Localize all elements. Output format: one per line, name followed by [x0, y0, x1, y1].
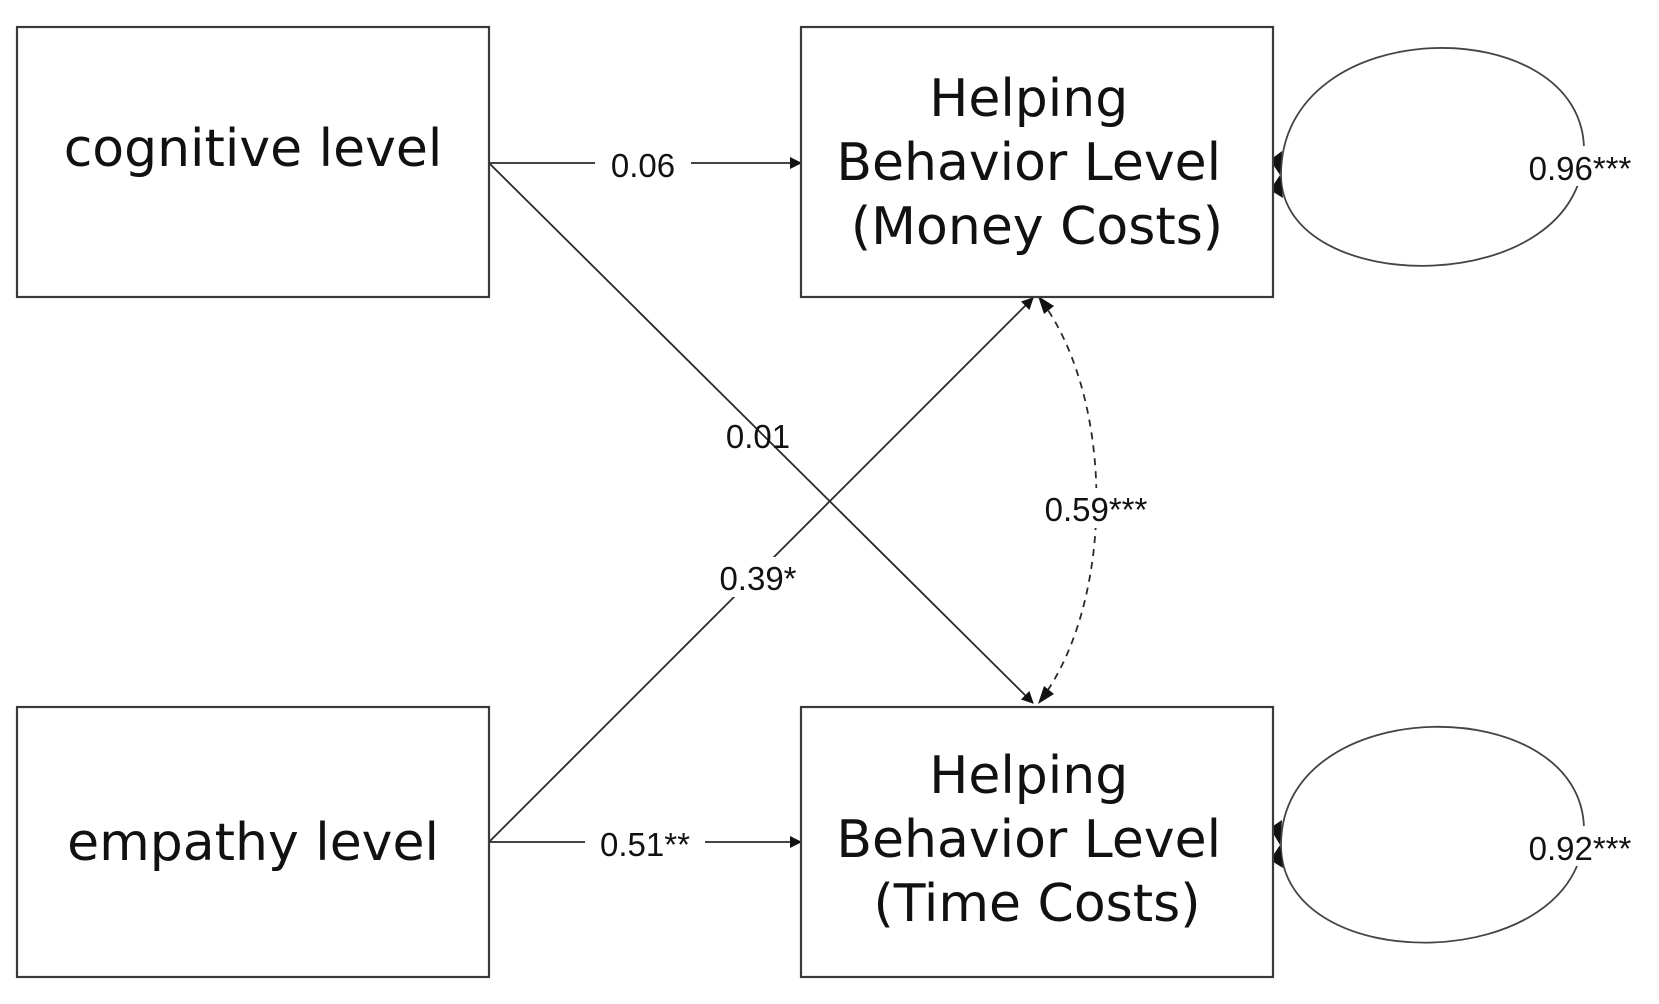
node-helping-money: Helping Behavior Level (Money Costs)	[799, 25, 1275, 299]
svg-text:Helping Behavior Level: Helping Behavior Level (Time Costs)	[836, 746, 1237, 934]
node-time-line-3: (Time Costs)	[873, 874, 1200, 934]
node-empathy-level: empathy level	[15, 705, 491, 979]
path-cognitive-to-time	[488, 162, 1034, 704]
covariance-arrow-bottom	[1038, 686, 1054, 704]
svg-text:cognitive level: cognitive level	[64, 119, 443, 179]
node-cognitive-label: cognitive level	[64, 119, 443, 179]
coef-cognitive-to-money: 0.06	[611, 147, 675, 184]
node-empathy-label: empathy level	[67, 813, 439, 873]
residual-arrow-money	[1270, 151, 1282, 175]
node-time-line-1: Helping	[929, 746, 1128, 806]
coef-empathy-to-time: 0.51**	[600, 826, 690, 863]
coef-covariance: 0.59***	[1045, 491, 1148, 528]
node-time-line-2: Behavior Level	[836, 810, 1221, 870]
svg-text:empathy level: empathy level	[67, 813, 439, 873]
residual-arrow-time-lower	[1270, 845, 1283, 868]
svg-text:Helping Behavior Level: Helping Behavior Level (Money Costs)	[836, 69, 1237, 257]
node-helping-time: Helping Behavior Level (Time Costs)	[799, 705, 1275, 979]
node-money-line-1: Helping	[929, 69, 1128, 129]
node-cognitive-level: cognitive level	[15, 25, 491, 299]
node-money-line-3: (Money Costs)	[851, 197, 1223, 257]
residual-arrow-money-lower	[1270, 175, 1283, 198]
coef-residual-money: 0.96***	[1529, 150, 1632, 187]
node-money-line-2: Behavior Level	[836, 133, 1221, 193]
coef-residual-time: 0.92***	[1529, 830, 1632, 867]
covariance-arrow-top	[1038, 296, 1054, 314]
coef-cognitive-to-time: 0.01	[726, 418, 790, 455]
coef-empathy-to-money: 0.39*	[719, 560, 796, 597]
